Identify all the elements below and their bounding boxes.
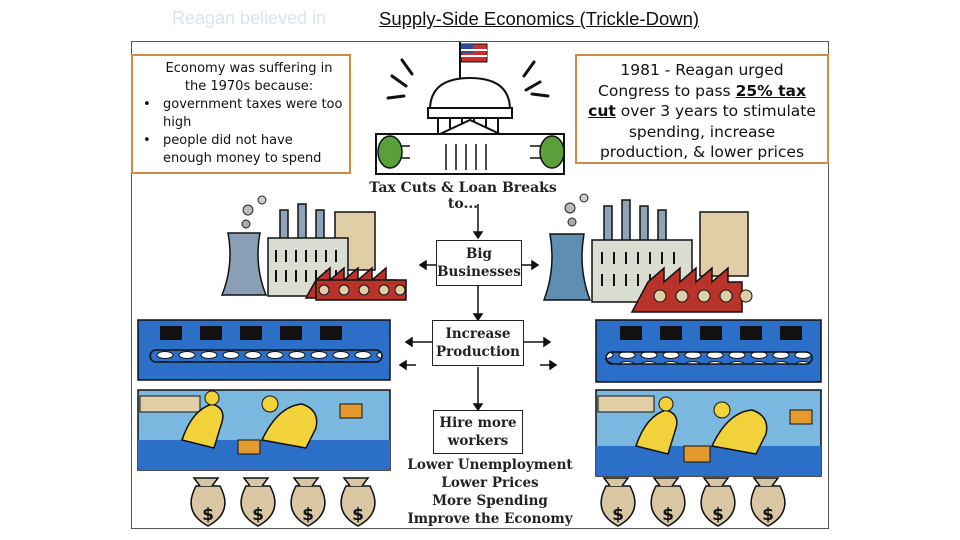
svg-text:$: $ — [302, 505, 314, 525]
svg-text:$: $ — [612, 505, 624, 525]
callout-tax-cut-post: over 3 years to stimulate spending, incr… — [599, 102, 816, 161]
workers-left-icon — [137, 389, 391, 471]
callout-tax-cut-pre: 1981 - Reagan urged Congress to pass — [598, 61, 784, 100]
svg-text:$: $ — [352, 505, 364, 525]
box-increase-production: Increase Production — [432, 320, 524, 366]
title-ghost-text: Reagan believed in — [172, 8, 327, 28]
svg-text:$: $ — [202, 505, 214, 525]
callout-tax-cut-highlight: 25% tax cut — [588, 81, 806, 121]
capitol-building-icon — [375, 42, 565, 175]
svg-text:$: $ — [662, 505, 674, 525]
title-main-text: Supply-Side Economics (Trickle-Down) — [379, 8, 700, 29]
money-bag-dollar-signs: $ $ $ $ $ $ $ $ — [202, 505, 774, 525]
callout-causes: Economy was suffering in the 1970s becau… — [131, 54, 351, 174]
factory-right-icon — [542, 193, 753, 313]
svg-text:$: $ — [252, 505, 264, 525]
callout-tax-cut: 1981 - Reagan urged Congress to pass 25%… — [575, 54, 829, 164]
outcome-item: More Spending — [432, 493, 548, 509]
outcome-item: Improve the Economy — [407, 511, 573, 527]
svg-text:$: $ — [712, 505, 724, 525]
outcomes-list: Lower Unemployment Lower Prices More Spe… — [398, 456, 582, 528]
factory-left-icon — [220, 195, 407, 301]
callout-causes-bullet: government taxes were too high — [141, 96, 343, 132]
money-bags-left-icon — [190, 477, 376, 527]
outcome-item: Lower Prices — [441, 475, 539, 491]
callout-causes-list: government taxes were too high people di… — [141, 96, 343, 168]
money-bags-right-icon — [600, 477, 786, 527]
diagram-heading: Tax Cuts & Loan Breaks to... — [369, 180, 557, 212]
slide-title: Reagan believed in Supply-Side Economics… — [172, 6, 812, 36]
box-hire-workers: Hire more workers — [433, 410, 523, 454]
box-big-businesses: Big Businesses — [436, 240, 522, 286]
outcome-item: Lower Unemployment — [407, 457, 573, 473]
callout-causes-bullet: people did not have enough money to spen… — [141, 132, 343, 168]
callout-causes-intro: Economy was suffering in the 1970s becau… — [165, 61, 333, 94]
svg-text:$: $ — [762, 505, 774, 525]
workers-right-icon — [595, 389, 822, 477]
conveyor-right-icon — [595, 319, 822, 383]
flow-arrows — [398, 204, 558, 412]
conveyor-left-icon — [137, 319, 391, 381]
